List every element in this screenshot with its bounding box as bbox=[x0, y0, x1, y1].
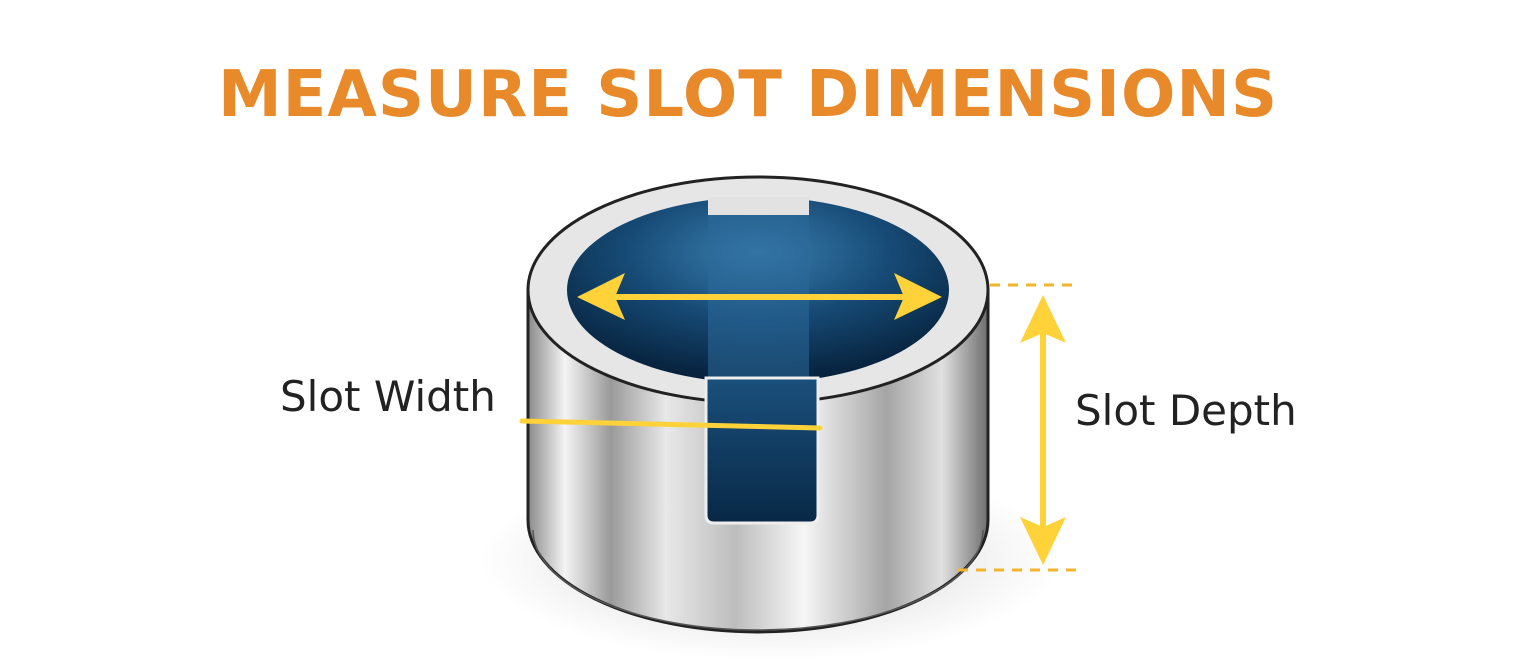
depth-guide-lines bbox=[958, 283, 1082, 572]
slot-notch-top bbox=[708, 197, 809, 215]
page-title: MEASURE SLOT DIMENSIONS bbox=[217, 58, 1279, 132]
slot-depth-label: Slot Depth bbox=[1075, 386, 1297, 435]
slot-width-line bbox=[519, 418, 823, 431]
slot-width-label: Slot Width bbox=[280, 372, 496, 421]
slot-channel bbox=[704, 376, 820, 525]
diameter-arrow bbox=[577, 273, 942, 320]
slot-depth-arrow bbox=[1020, 295, 1066, 565]
